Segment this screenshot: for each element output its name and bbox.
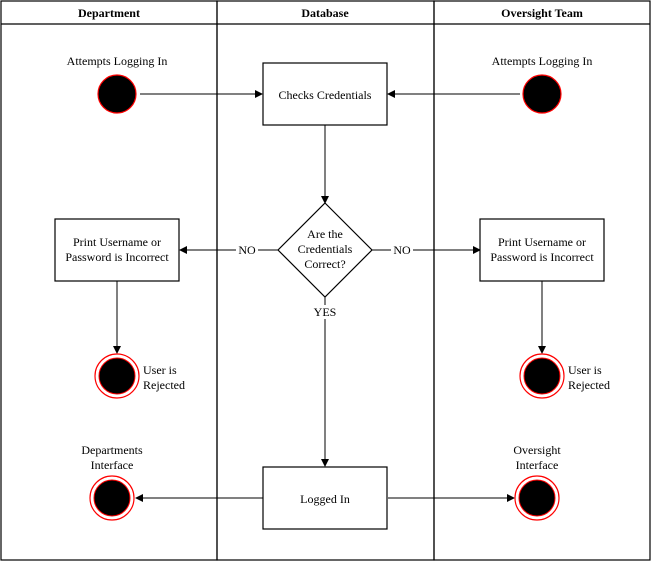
edge-label-yes: YES [314,305,337,319]
dept-print-box [54,218,180,282]
oversight-print-line-1: Print Username or [498,235,586,249]
dept-print-line-1: Print Username or [73,235,161,249]
oversight-print-line-2: Password is Incorrect [490,250,594,264]
oversight-interface-line-2: Interface [516,458,559,472]
edge-label-bg-no-right [391,243,413,257]
oversight-interface-node [518,479,556,517]
lane-title-database: Database [301,6,349,20]
dept-rejected-node [98,357,136,395]
decision-label-line-2: Credentials [298,242,353,256]
decision-label-line-3: Correct? [304,257,345,271]
dept-print-line-2: Password is Incorrect [65,250,169,264]
edges [113,90,546,502]
dept-start-label: Attempts Logging In [67,54,168,68]
dept-rejected-line-2: Rejected [143,378,185,392]
oversight-rejected-node [523,357,561,395]
checks-credentials-label: Checks Credentials [279,88,372,102]
edge-label-bg-yes [311,305,339,319]
dept-interface-line-1: Departments [81,443,143,457]
oversight-rejected-line-1: User is [568,363,602,377]
decision-label-line-1: Are the [307,227,343,241]
oversight-print-box [479,218,605,282]
oversight-rejected-line-2: Rejected [568,378,610,392]
logged-in-box [262,466,388,530]
oversight-start-node [522,74,562,114]
dept-interface-node [93,479,131,517]
oversight-start-label: Attempts Logging In [492,54,593,68]
dept-interface-line-2: Interface [91,458,134,472]
edge-label-bg-no-left [236,243,258,257]
dept-rejected-line-1: User is [143,363,177,377]
checks-credentials-box [262,62,388,126]
dept-start-node [97,74,137,114]
lane-title-oversight-team: Oversight Team [501,6,583,20]
lane-oversight-team [433,0,651,561]
logged-in-label: Logged In [300,492,350,506]
edge-label-no-right: NO [393,243,411,257]
lane-title-department: Department [78,6,140,20]
edge-label-no-left: NO [238,243,256,257]
decision-diamond [277,202,373,298]
oversight-interface-line-1: Oversight [513,443,561,457]
